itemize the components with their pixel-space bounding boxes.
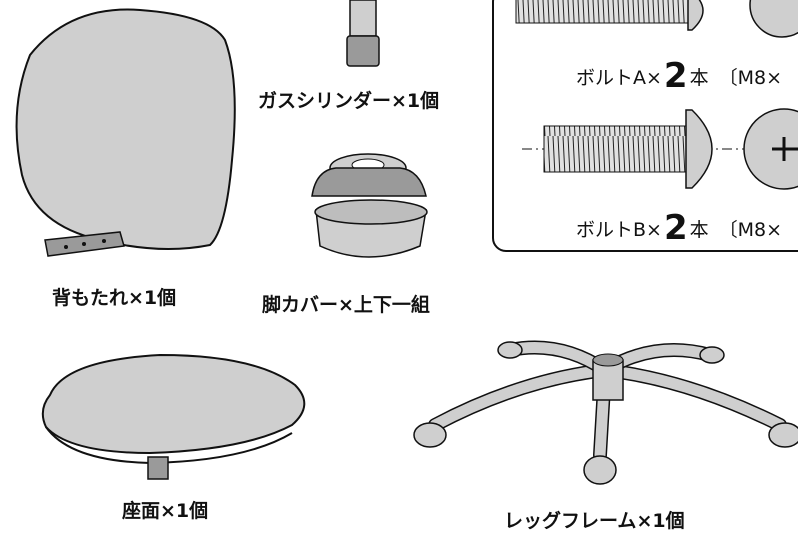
leg-cover-label: 脚カバー×上下一組 (262, 290, 430, 317)
bolt-b-illustration (522, 108, 798, 190)
gas-cylinder-illustration (346, 0, 380, 67)
bolt-b-count: 2 (663, 208, 688, 248)
bolt-a-name: ボルトA× (576, 67, 662, 89)
seat-qty: ×1個 (160, 500, 209, 522)
bolt-b-name: ボルトB× (576, 219, 662, 241)
backrest-label: 背もたれ×1個 (52, 283, 176, 310)
leg-cover-qty: ×上下一組 (338, 294, 430, 316)
bolt-b-spec: 〔M8× (718, 219, 783, 241)
leg-frame-qty: ×1個 (636, 510, 685, 532)
bolt-a-unit: 本 (689, 67, 709, 89)
leg-frame-label: レッグフレーム×1個 (504, 506, 685, 533)
leg-frame-name: レッグフレーム (504, 510, 637, 532)
leg-cover-name: 脚カバー (262, 294, 339, 316)
backrest-name: 背もたれ (52, 287, 129, 309)
gas-cylinder-label: ガスシリンダー×1個 (258, 86, 439, 113)
bolt-a-spec: 〔M8× (718, 67, 783, 89)
bolt-a-illustration (515, 0, 798, 38)
leg-cover-illustration (311, 153, 428, 258)
backrest-illustration (15, 8, 236, 257)
seat-label: 座面×1個 (122, 496, 208, 523)
bolt-a-count: 2 (663, 56, 688, 96)
gas-cylinder-name: ガスシリンダー (258, 90, 392, 112)
gas-cylinder-qty: ×1個 (391, 90, 440, 112)
leg-frame-illustration (413, 340, 798, 485)
bolt-b-unit: 本 (689, 219, 709, 241)
seat-illustration (41, 353, 306, 480)
seat-name: 座面 (122, 500, 161, 522)
backrest-qty: ×1個 (128, 287, 177, 309)
